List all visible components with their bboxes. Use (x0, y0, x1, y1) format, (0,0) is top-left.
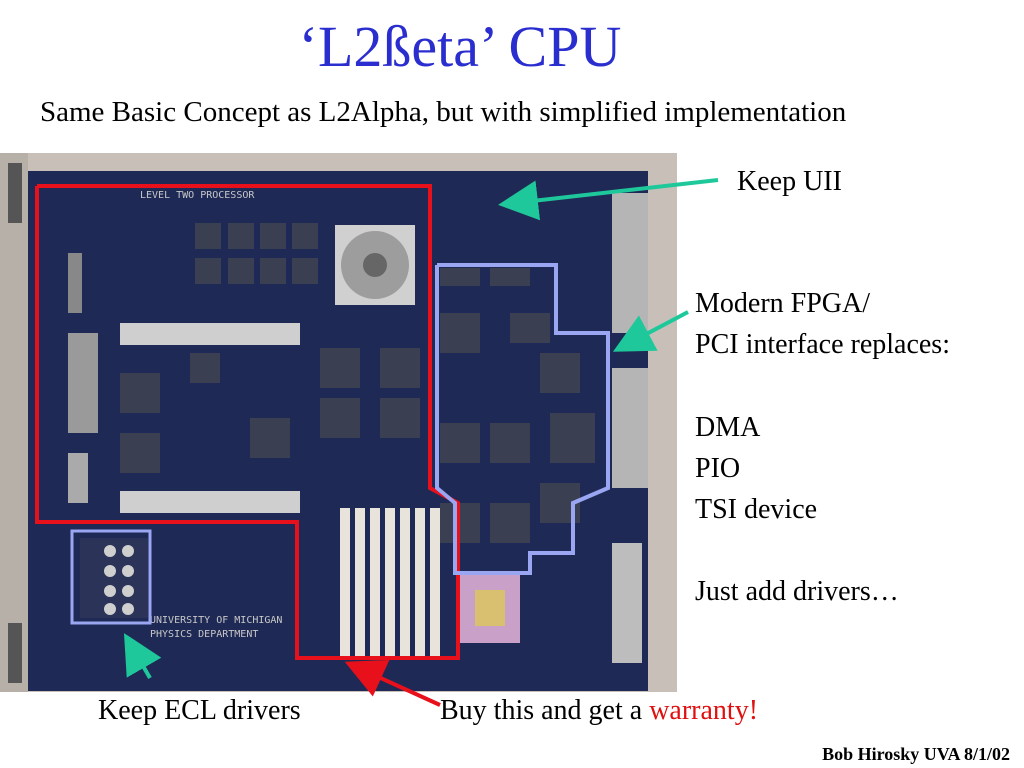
silkscreen-top-label: LEVEL TWO PROCESSOR (140, 190, 255, 201)
silkscreen-bottom-label-1: UNIVERSITY OF MICHIGAN (150, 615, 282, 626)
circuit-board-photo: LEVEL TWO PROCESSOR UNIVERSITY OF MICHIG… (0, 153, 677, 692)
blue-region-outline (435, 263, 610, 575)
buy-prefix-text: Buy this and get a (440, 695, 643, 726)
just-add-drivers-label: Just add drivers… (695, 576, 899, 607)
replaced-item-pio: PIO (695, 453, 741, 484)
keep-uii-label: Keep UII (737, 166, 842, 197)
slide-footer: Bob Hirosky UVA 8/1/02 (822, 744, 1010, 764)
slide-title: ‘L2ßeta’ CPU (298, 14, 622, 79)
fpga-line-2: PCI interface replaces: (695, 329, 950, 360)
silkscreen-bottom-label-2: PHYSICS DEPARTMENT (150, 629, 258, 640)
buy-warranty-label: Buy this and get a warranty! (440, 697, 758, 725)
warranty-highlight-text: warranty! (649, 695, 759, 726)
fpga-line-1: Modern FPGA/ (695, 288, 871, 319)
ecl-driver-outline (70, 529, 152, 625)
replaced-item-dma: DMA (695, 412, 761, 443)
keep-ecl-label: Keep ECL drivers (98, 695, 301, 726)
slide-subtitle: Same Basic Concept as L2Alpha, but with … (40, 96, 847, 128)
replaced-item-tsi: TSI device (695, 494, 818, 525)
red-region-outline (35, 184, 460, 660)
